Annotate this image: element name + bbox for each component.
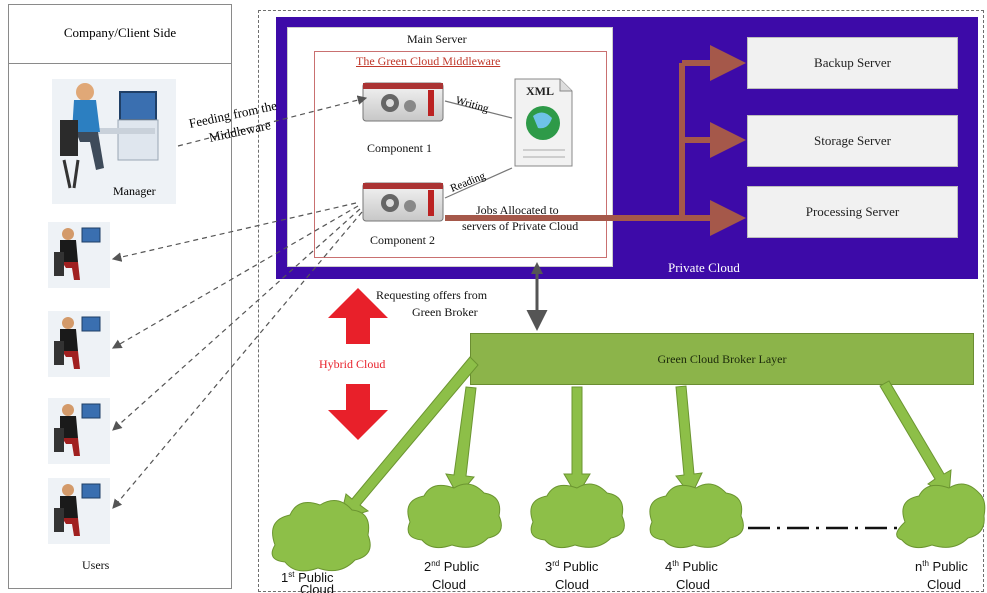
cloud-3-sup: rd [552,559,559,568]
client-side-title: Company/Client Side [9,5,231,64]
cloud-2-word: Public [440,559,480,574]
public-cloud-label: nth Public [915,559,968,574]
user-icon [48,398,110,464]
public-cloud-label: 2nd Public [424,559,480,574]
cloud-3-ord: 3 [545,559,552,574]
user-icon [48,222,110,288]
backup-server-label: Backup Server [814,55,891,70]
storage-server-label: Storage Server [814,133,891,148]
requesting-label-2: Green Broker [412,305,478,319]
cloud-3-word: Public [559,559,599,574]
reading-arrow [444,167,513,199]
public-cloud-icon [407,483,502,549]
hybrid-cloud-label: Hybrid Cloud [319,357,386,371]
cloud-n-sup: th [922,559,929,568]
user-icon [48,478,110,544]
component-1-icon [362,82,444,122]
middleware-box [314,51,607,258]
hybrid-cloud-arrow [328,288,388,440]
requesting-label-1: Requesting offers from [376,288,488,302]
cloud-4-word: Public [679,559,719,574]
jobs-label-2: servers of Private Cloud [462,219,579,233]
component-2-label: Component 2 [370,233,435,247]
cloud-n-line2: Cloud [927,577,961,592]
middleware-title: The Green Cloud Middleware [356,54,501,68]
component-2-icon [362,182,444,222]
xml-label: XML [526,84,554,98]
component-1-label: Component 1 [367,141,432,155]
private-cloud-label: Private Cloud [668,260,740,275]
public-cloud-icon [649,483,744,549]
manager-icon [52,79,176,204]
reading-label: Reading [449,170,488,195]
cloud-4-sup: th [672,559,679,568]
job-allocation-arrows [445,45,746,236]
public-cloud-icon [896,483,986,549]
jobs-label-1: Jobs Allocated to [476,203,559,217]
cloud-n-ord: n [915,559,922,574]
writing-label: Writing [454,94,490,115]
cloud-2-sup: nd [431,559,440,568]
cloud-4-line2: Cloud [676,577,710,592]
cloud-2-ord: 2 [424,559,431,574]
public-cloud-icon [530,483,625,549]
cloud-1-line2: Cloud [300,582,334,593]
main-server-title: Main Server [407,32,467,46]
cloud-4-ord: 4 [665,559,672,574]
green-cloud-broker-layer: Green Cloud Broker Layer [470,333,974,385]
user-dashed-arrow [111,205,359,349]
user-icon [48,311,110,377]
xml-document-icon [514,78,573,167]
public-cloud-label: 3rd Public [545,559,599,574]
user-dashed-arrow [112,211,363,509]
cloud-boundary-frame [258,10,984,592]
public-cloud-label: 4th Public [665,559,718,574]
writing-arrow [444,100,513,119]
backup-server: Backup Server [747,37,958,89]
cloud-1-word: Public [294,570,334,585]
cloud-1-ord: 1 [281,570,288,585]
users-label: Users [82,558,110,572]
user-dashed-arrow [111,202,357,262]
manager-label: Manager [113,184,156,198]
cloud-1-sup: st [288,570,295,579]
cloud-2-line2: Cloud [432,577,466,592]
storage-server: Storage Server [747,115,958,167]
processing-server-label: Processing Server [805,204,900,219]
user-dashed-arrow [112,208,361,431]
broker-link-arrowhead [531,262,543,274]
broker-cloud-arrows [339,356,952,521]
processing-server: Processing Server [747,186,958,238]
cloud-3-line2: Cloud [555,577,589,592]
cloud-n-word: Public [929,559,969,574]
public-cloud-label: 1st Public [281,570,334,585]
public-cloud-icon [271,500,371,572]
